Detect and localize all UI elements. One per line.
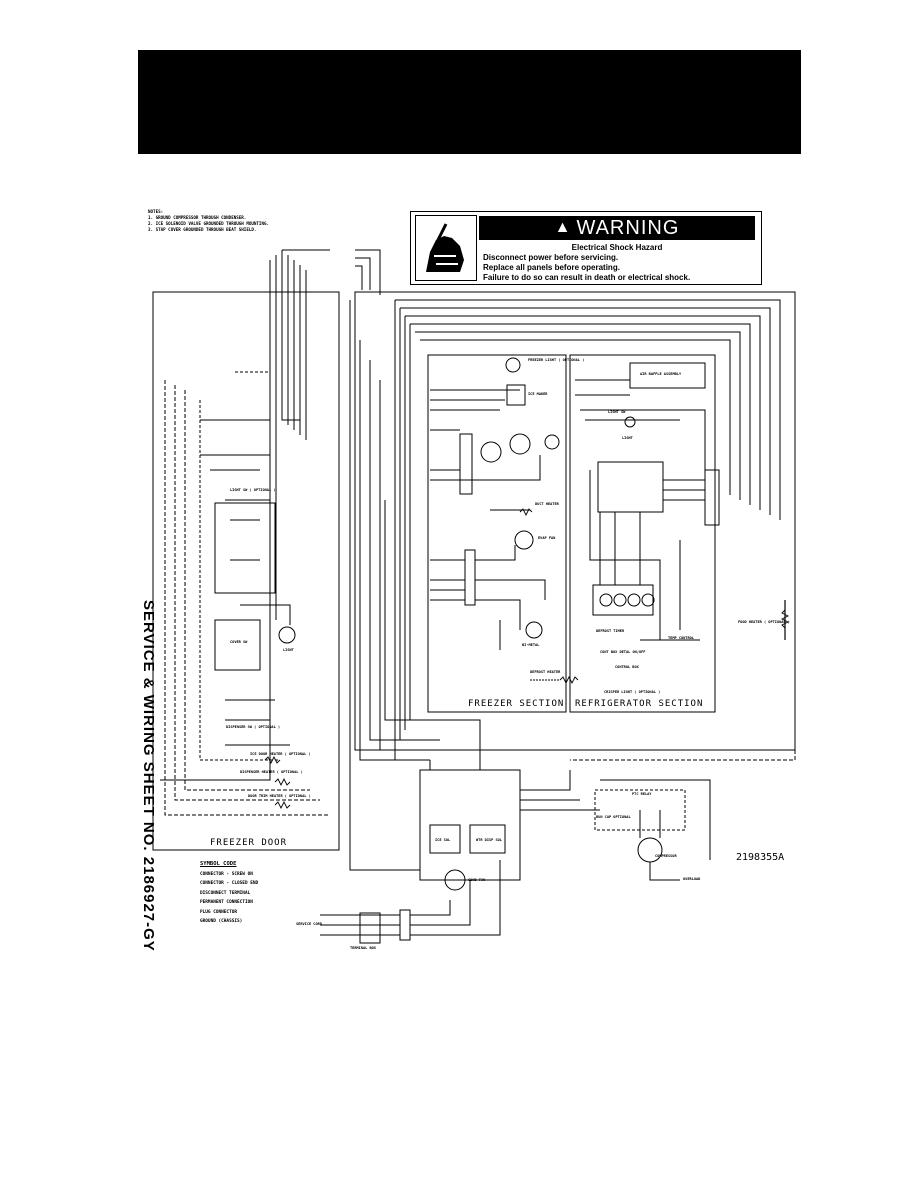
symbol-code-item: DISCONNECT TERMINAL bbox=[200, 890, 251, 896]
label-cont-box: CONT BOX DETAL ON/OFF bbox=[600, 650, 646, 654]
notes-line-2: 2. ICE SOLENOID VALVE GROUNDED THROUGH M… bbox=[148, 221, 270, 226]
notes-line-3: 3. STAP COVER GROUNDED THROUGH BEAT SHIE… bbox=[148, 227, 257, 232]
freezer-door-label: FREEZER DOOR bbox=[210, 838, 288, 848]
warning-title: Electrical Shock Hazard bbox=[571, 243, 663, 252]
label-light-sw-opt: LIGHT SW ( OPTIONAL ) bbox=[230, 488, 276, 492]
label-disp-sw: DISPENSER SW ( OPTIONAL ) bbox=[226, 725, 281, 729]
label-freezer-light: FREEZER LIGHT ( OPTIONAL ) bbox=[528, 358, 585, 362]
label-ice-maker: ICE MAKER bbox=[528, 392, 548, 396]
symbol-code-item: PLUG CONNECTOR bbox=[200, 909, 238, 915]
warning-line-2: Replace all panels before operating. bbox=[483, 263, 620, 272]
label-ptc-relay: PTC RELAY bbox=[632, 792, 652, 796]
notes-line-1: 1. GROUND COMPRESSOR THROUGH CONDENSER. bbox=[148, 215, 247, 220]
label-dispenser-heater: DISPENSER HEATER ( OPTIONAL ) bbox=[240, 770, 303, 774]
label-wtr-disp-sol: WTR DISP SOL bbox=[476, 838, 502, 842]
label-control-box: CONTROL BOX bbox=[615, 665, 639, 669]
label-defrost-timer: DEFROST TIMER bbox=[596, 629, 625, 633]
part-number: 2198355A bbox=[736, 852, 785, 863]
symbol-code-title: SYMBOL CODE bbox=[200, 861, 237, 867]
label-mullion-heater: FOOD HEATER ( OPTIONAL ) bbox=[738, 620, 790, 624]
warning-triangle-icon: ▲ bbox=[554, 219, 571, 236]
label-light-sw: LIGHT SW bbox=[608, 410, 626, 414]
label-terminal-box: TERMINAL BOX bbox=[350, 946, 376, 950]
label-service-cord: SERVICE CORD bbox=[296, 922, 322, 926]
label-air-baffle: AIR BAFFLE ASSEMBLY bbox=[640, 372, 682, 376]
label-ice-door-heater: ICE DOOR HEATER ( OPTIONAL ) bbox=[250, 752, 311, 756]
symbol-code-item: CONNECTOR - SCREW ON bbox=[200, 871, 253, 877]
notes-title: NOTES: bbox=[148, 209, 164, 214]
shock-hazard-icon bbox=[415, 215, 477, 281]
label-temp-control: TEMP CONTROL bbox=[668, 636, 694, 640]
notes-block: NOTES: 1. GROUND COMPRESSOR THROUGH COND… bbox=[148, 209, 269, 233]
refrigerator-section-box bbox=[569, 354, 716, 713]
label-door-heater: DOOR TRIM HEATER ( OPTIONAL ) bbox=[248, 794, 311, 798]
cabinet-box bbox=[354, 291, 796, 751]
symbol-code-legend: SYMBOL CODE CONNECTOR - SCREW ON CONNECT… bbox=[200, 860, 258, 927]
symbol-code-item: PERMANENT CONNECTION bbox=[200, 900, 253, 905]
freezer-section-box bbox=[427, 354, 567, 713]
service-wiring-sheet-title: SERVICE & WIRING SHEET NO. 2186927-GY bbox=[140, 600, 157, 952]
label-ice-sol: ICE SOL bbox=[435, 838, 451, 842]
label-defrost-heater: DEFROST HEATER bbox=[530, 670, 561, 674]
label-duct-heater: DUCT HEATER bbox=[535, 502, 559, 506]
label-cover-sw: COVER SW bbox=[230, 640, 248, 644]
symbol-code-item: CONNECTOR - CLOSED END bbox=[200, 881, 259, 886]
label-run-cap: RUN CAP OPTIONAL bbox=[596, 815, 631, 819]
symbol-code-item: GROUND (CHASSIS) bbox=[200, 919, 243, 924]
label-cond-fan: COND FAN bbox=[468, 878, 486, 882]
freezer-section-label: FREEZER SECTION bbox=[468, 699, 565, 709]
freezer-door-box bbox=[152, 291, 340, 851]
warning-heading: ▲ WARNING bbox=[479, 216, 755, 240]
warning-label: ▲ WARNING Electrical Shock Hazard Discon… bbox=[410, 211, 762, 285]
label-overload: OVERLOAD bbox=[683, 877, 701, 881]
refrigerator-section-label: REFRIGERATOR SECTION bbox=[575, 699, 704, 709]
warning-word: WARNING bbox=[576, 216, 680, 239]
label-light: LIGHT bbox=[622, 436, 633, 440]
warning-line-1: Disconnect power before servicing. bbox=[483, 253, 619, 262]
label-bimetal: BI-METAL bbox=[522, 643, 540, 647]
label-door-light: LIGHT bbox=[283, 648, 294, 652]
label-evap-fan: EVAP FAN bbox=[538, 536, 556, 540]
label-crisper-light: CRISPER LIGHT ( OPTIONAL ) bbox=[604, 690, 661, 694]
header-bar bbox=[138, 50, 801, 154]
label-compressor: COMPRESSOR bbox=[655, 854, 677, 858]
warning-line-3: Failure to do so can result in death or … bbox=[483, 273, 691, 282]
